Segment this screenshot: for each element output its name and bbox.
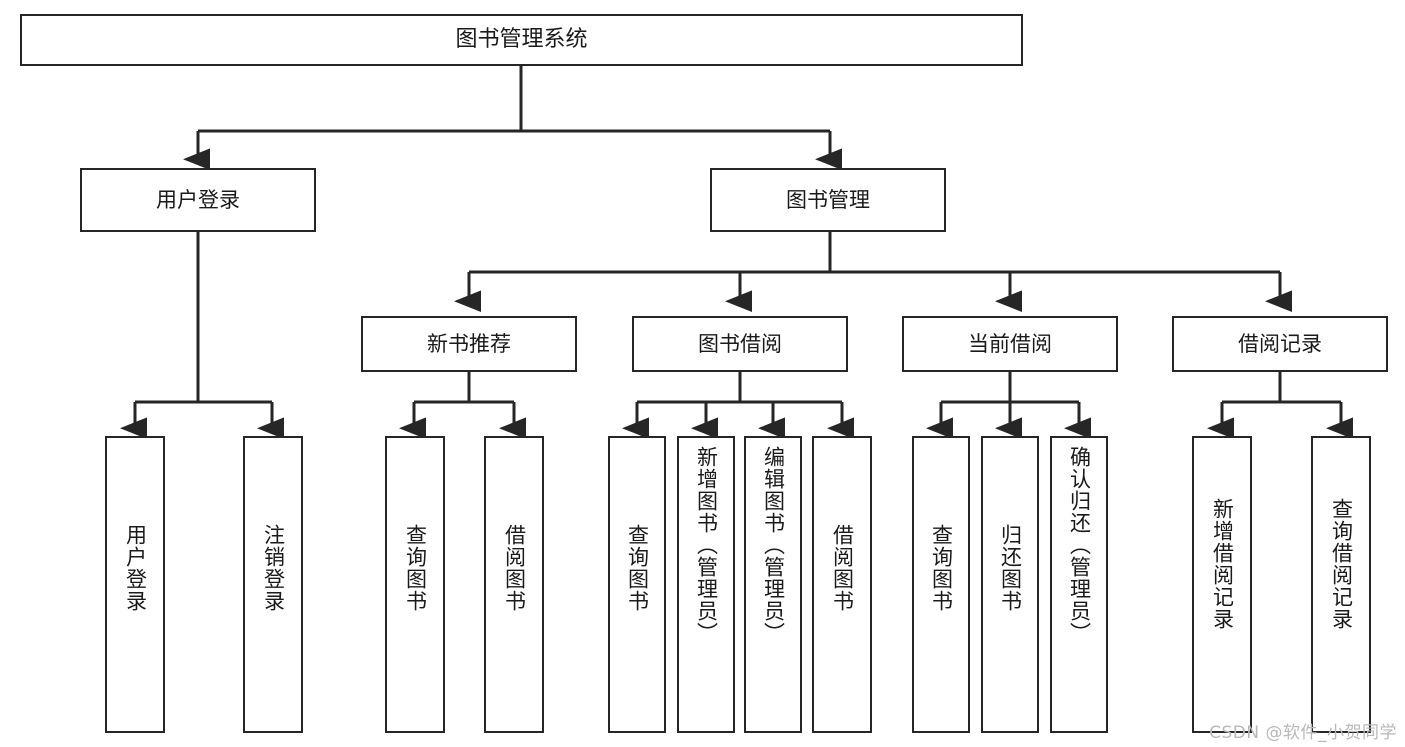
- node-book-borrowing[interactable]: 图书借阅: [632, 316, 848, 372]
- node-label: 查询借阅记录: [1329, 498, 1354, 630]
- node-new-book-recommendation[interactable]: 新书推荐: [361, 316, 577, 372]
- node-label: 新增借阅记录: [1210, 498, 1235, 630]
- node-label: 查询图书: [929, 524, 954, 612]
- leaf-book-borrow-edit-book-admin[interactable]: 编辑图书（管理员）: [744, 436, 802, 733]
- node-borrowing-records[interactable]: 借阅记录: [1172, 316, 1388, 372]
- node-user-login[interactable]: 用户登录: [80, 168, 316, 232]
- leaf-borrow-record-add-record[interactable]: 新增借阅记录: [1192, 436, 1252, 733]
- node-label: 注销登录: [261, 524, 286, 612]
- leaf-book-borrow-query-books[interactable]: 查询图书: [608, 436, 666, 733]
- leaf-user-login-logout[interactable]: 注销登录: [243, 436, 303, 733]
- node-label: 借阅图书: [830, 524, 855, 612]
- node-label: 图书管理系统: [455, 27, 588, 53]
- node-root-book-management-system[interactable]: 图书管理系统: [20, 14, 1023, 66]
- leaf-new-book-query-books[interactable]: 查询图书: [385, 436, 445, 733]
- node-label: 新增图书（管理员）: [694, 446, 719, 644]
- leaf-current-borrow-confirm-return-admin[interactable]: 确认归还（管理员）: [1050, 436, 1108, 733]
- leaf-new-book-borrow-books[interactable]: 借阅图书: [484, 436, 544, 733]
- leaf-book-borrow-borrow-books[interactable]: 借阅图书: [812, 436, 872, 733]
- node-label: 归还图书: [998, 524, 1023, 612]
- node-label: 当前借阅: [968, 331, 1052, 356]
- node-current-borrowing[interactable]: 当前借阅: [902, 316, 1118, 372]
- node-label: 图书借阅: [698, 331, 782, 356]
- leaf-borrow-record-query-record[interactable]: 查询借阅记录: [1311, 436, 1371, 733]
- leaf-book-borrow-add-book-admin[interactable]: 新增图书（管理员）: [677, 436, 735, 733]
- node-label: 用户登录: [156, 187, 240, 212]
- node-label: 图书管理: [786, 187, 870, 212]
- node-label: 查询图书: [403, 524, 428, 612]
- node-label: 借阅图书: [502, 524, 527, 612]
- csdn-watermark: CSDN @软件_小贺同学: [1209, 723, 1397, 743]
- node-label: 确认归还（管理员）: [1067, 446, 1092, 644]
- node-book-management[interactable]: 图书管理: [710, 168, 946, 232]
- node-label: 借阅记录: [1238, 331, 1322, 356]
- leaf-current-borrow-return-books[interactable]: 归还图书: [981, 436, 1039, 733]
- leaf-user-login-login[interactable]: 用户登录: [105, 436, 165, 733]
- node-label: 新书推荐: [427, 331, 511, 356]
- node-label: 编辑图书（管理员）: [761, 446, 786, 644]
- node-label: 查询图书: [625, 524, 650, 612]
- node-label: 用户登录: [123, 524, 148, 612]
- leaf-current-borrow-query-books[interactable]: 查询图书: [912, 436, 970, 733]
